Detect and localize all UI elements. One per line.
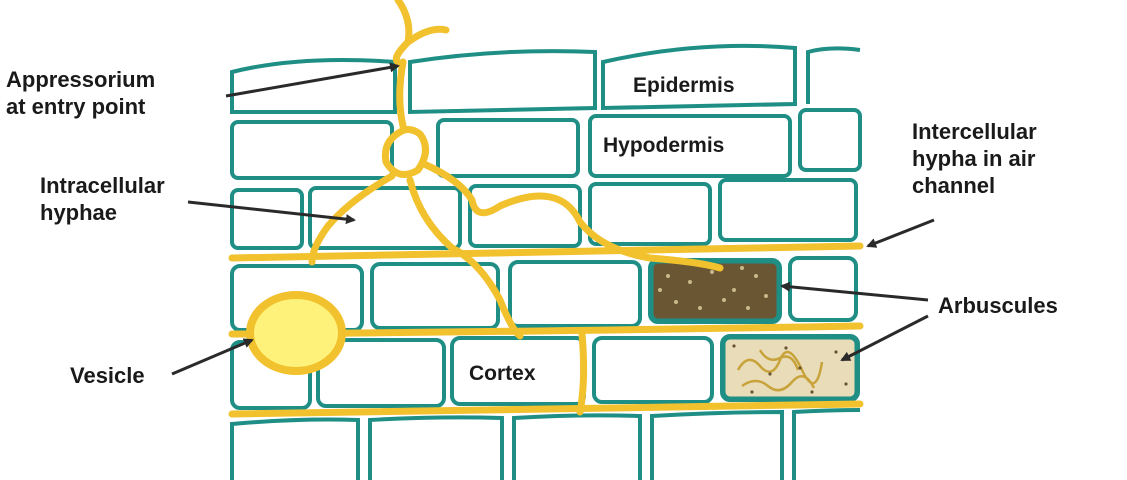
epidermis-label: Epidermis — [633, 74, 735, 98]
appressorium-label: Appressorium at entry point — [6, 66, 155, 120]
epidermis-cell — [232, 60, 395, 112]
arbuscules-label: Arbuscules — [938, 292, 1058, 319]
arbuscule-young — [724, 338, 856, 398]
external-hypha — [396, 0, 446, 62]
arbuscule-mature — [652, 262, 778, 320]
arrow-intercellular — [868, 220, 934, 246]
entry-hypha — [400, 62, 404, 130]
cortex-label: Cortex — [469, 362, 536, 386]
epidermis-cell — [808, 48, 860, 104]
cortex-row-3 — [232, 410, 860, 480]
hypodermis-cell — [232, 122, 392, 178]
hypodermis-label: Hypodermis — [603, 134, 724, 158]
vesicle — [250, 295, 342, 371]
hypodermis-layer — [232, 110, 860, 178]
subhypodermis-layer — [232, 180, 856, 248]
intracellular-label: Intracellular hyphae — [40, 172, 165, 226]
intercellular-label: Intercellular hypha in air channel — [912, 118, 1037, 199]
vesicle-label: Vesicle — [70, 362, 145, 389]
hypodermis-cell — [800, 110, 860, 170]
vertical-hypha — [580, 334, 584, 412]
hypodermis-cell — [438, 120, 578, 176]
epidermis-cell — [410, 51, 595, 112]
